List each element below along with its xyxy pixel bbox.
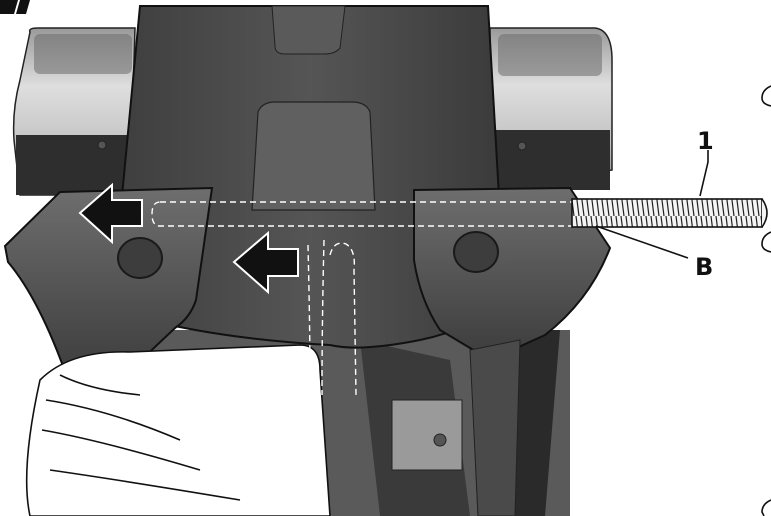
margin-mark — [761, 85, 771, 107]
corner-mark — [0, 0, 30, 14]
right-side-panel — [413, 186, 612, 516]
cable-channel-dashed — [151, 201, 601, 396]
leader-line-b — [595, 225, 689, 259]
leader-line-1 — [699, 150, 709, 197]
right-rear-housing — [489, 27, 613, 191]
left-rear-housing — [12, 27, 136, 196]
margin-mark — [761, 499, 771, 516]
margin-mark — [761, 231, 771, 253]
callout-label-1: 1 — [697, 127, 714, 155]
cable-1 — [571, 198, 768, 228]
arrow-left-lower-icon — [232, 230, 299, 295]
hand-drawing — [25, 344, 331, 516]
callout-label-b: B — [695, 253, 714, 281]
tail-cover — [113, 5, 507, 349]
arrow-left-upper-icon — [78, 182, 143, 245]
